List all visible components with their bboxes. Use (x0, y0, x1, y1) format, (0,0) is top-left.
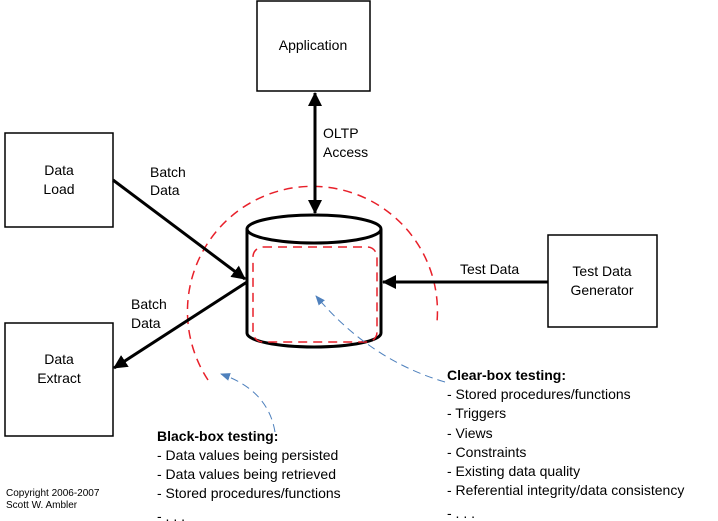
list-item: - Views (447, 425, 493, 441)
data-extract-label-1: Data (44, 351, 74, 367)
batch-load-label-1: Batch (150, 164, 186, 180)
application-label: Application (279, 37, 348, 53)
data-extract-node: Data Extract (4, 322, 114, 437)
list-item: - Constraints (447, 444, 526, 460)
data-load-node: Data Load (4, 132, 114, 228)
batch-load-label-2: Data (150, 182, 180, 198)
batch-extract-label-1: Batch (131, 296, 167, 312)
list-item: - . . . (157, 508, 185, 521)
list-item: - Triggers (447, 405, 506, 421)
list-item: - Existing data quality (447, 463, 580, 479)
list-item: - Data values being retrieved (157, 466, 336, 482)
batch-extract-arrow (113, 280, 248, 370)
list-item: - Stored procedures/functions (157, 485, 341, 501)
clear-box-boundary (252, 246, 378, 343)
list-item: - . . . (447, 505, 475, 521)
test-data-generator-label-1: Test Data (572, 263, 631, 279)
database-cylinder-icon (245, 213, 383, 349)
copyright-line-1: Copyright 2006-2007 (6, 488, 100, 499)
black-box-list: Black-box testing: - Data values being p… (157, 428, 341, 521)
batch-extract-label-2: Data (131, 315, 161, 331)
batch-load-arrow (112, 178, 246, 281)
list-item: - Stored procedures/functions (447, 386, 631, 402)
clear-box-list: Clear-box testing: - Stored procedures/f… (447, 367, 684, 521)
black-box-pointer (220, 373, 276, 433)
test-data-generator-node: Test Data Generator (547, 234, 658, 328)
oltp-label-2: Access (323, 144, 368, 160)
clear-box-title: Clear-box testing: (447, 367, 566, 383)
copyright-line-2: Scott W. Ambler (6, 500, 78, 511)
application-node: Application (256, 0, 371, 92)
data-load-label-1: Data (44, 162, 74, 178)
black-box-title: Black-box testing: (157, 428, 278, 444)
test-data-generator-label-2: Generator (570, 282, 633, 298)
list-item: - Referential integrity/data consistency (447, 482, 684, 498)
test-data-label: Test Data (460, 261, 519, 277)
data-load-label-2: Load (43, 181, 74, 197)
clear-box-pointer (315, 295, 446, 383)
oltp-label-1: OLTP (323, 125, 359, 141)
data-extract-label-2: Extract (37, 370, 81, 386)
list-item: - Data values being persisted (157, 447, 338, 463)
